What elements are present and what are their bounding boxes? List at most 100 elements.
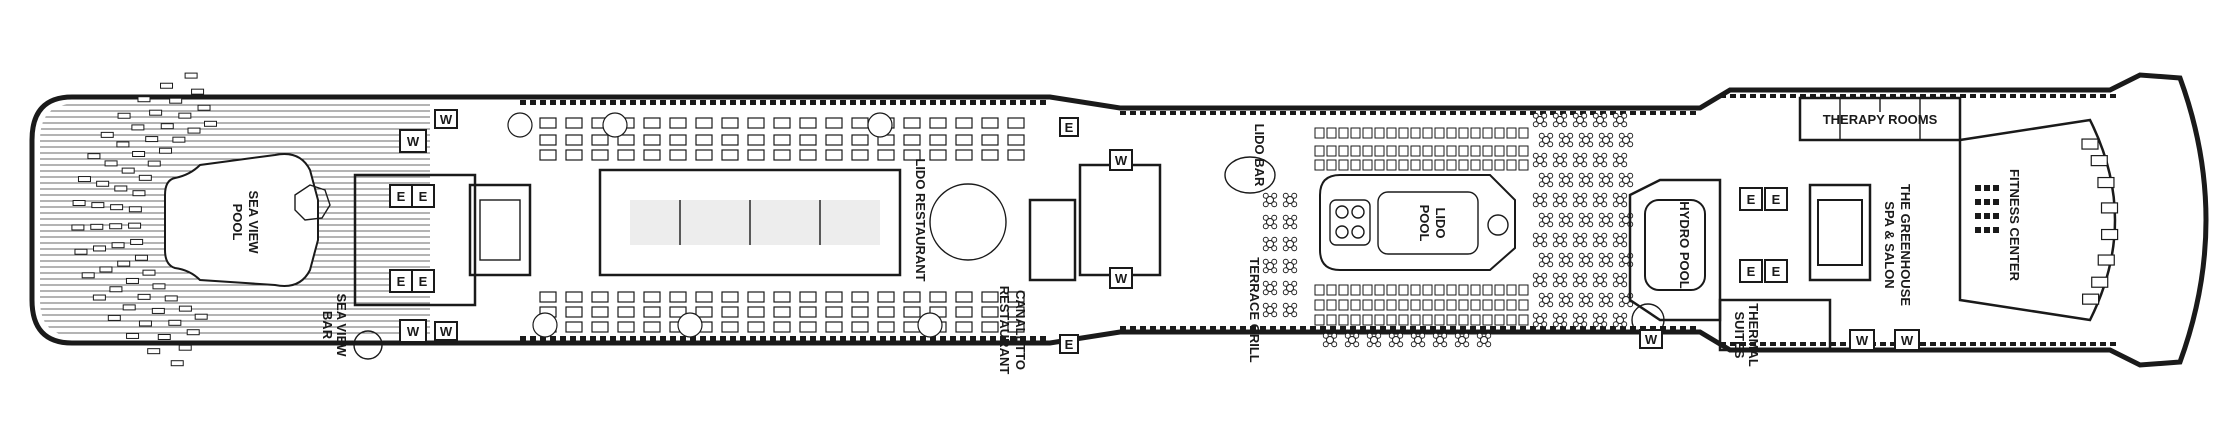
round-table	[677, 312, 703, 338]
cafe-chair	[1581, 152, 1588, 159]
cafe-chair	[1282, 201, 1289, 208]
cafe-chair	[1612, 201, 1619, 208]
cafe-chair	[1419, 332, 1426, 339]
cafe-chair	[1388, 332, 1395, 339]
sun-lounger	[149, 109, 163, 116]
pool-chair	[1482, 145, 1493, 157]
sun-lounger	[178, 344, 192, 351]
cafe-chair	[1558, 292, 1565, 299]
cafe-chair	[1592, 152, 1599, 159]
weight-station	[1984, 213, 1990, 219]
cafe-chair	[1366, 341, 1373, 348]
pool-chair	[1494, 159, 1505, 171]
cafe-table	[1582, 176, 1590, 184]
sun-lounger	[114, 185, 128, 192]
cafe-chair	[1271, 214, 1278, 221]
pool-chair	[1422, 284, 1433, 296]
window-strip-bottom-mid	[1120, 326, 1700, 330]
weight-station	[1975, 185, 1981, 191]
spa-elevator-4	[1764, 259, 1788, 283]
cafe-chair	[1627, 132, 1634, 139]
cafe-chair	[1561, 241, 1568, 248]
cafe-chair	[1538, 261, 1545, 268]
dining-table	[643, 134, 661, 146]
cafe-chair	[1612, 121, 1619, 128]
cafe-chair	[1463, 332, 1470, 339]
cafe-chair	[1291, 245, 1298, 252]
svg-text:SEA VIEW: SEA VIEW	[334, 293, 349, 357]
sun-lounger	[77, 176, 91, 183]
cafe-chair	[1282, 289, 1289, 296]
cafe-chair	[1567, 292, 1574, 299]
cafe-chair	[1572, 321, 1579, 328]
pool-chair	[1470, 284, 1481, 296]
cafe-table	[1542, 256, 1550, 264]
dining-table	[851, 291, 869, 303]
lido-flower-tables	[1262, 112, 1634, 348]
cafe-chair	[1578, 301, 1585, 308]
sun-lounger	[187, 127, 201, 134]
cafe-chair	[1592, 272, 1599, 279]
therapy-rooms-label: THERAPY ROOMS	[1823, 112, 1938, 127]
weight-station	[1993, 185, 1999, 191]
dining-table	[721, 117, 739, 129]
cafe-chair	[1587, 132, 1594, 139]
dining-table	[773, 321, 791, 333]
dining-table	[877, 291, 895, 303]
spa-elevator-1	[1739, 187, 1763, 211]
cafe-chair	[1558, 132, 1565, 139]
pool-chair	[1506, 145, 1517, 157]
svg-text:HYDRO POOL: HYDRO POOL	[1677, 201, 1692, 288]
sun-lounger	[126, 332, 140, 339]
cafe-chair	[1621, 161, 1628, 168]
cafe-table	[1556, 156, 1564, 164]
round-table	[867, 112, 893, 138]
cafe-chair	[1621, 192, 1628, 199]
dining-table	[669, 306, 687, 318]
cafe-chair	[1572, 272, 1579, 279]
cafe-chair	[1572, 121, 1579, 128]
pool-chair	[1494, 284, 1505, 296]
sun-lounger	[178, 305, 192, 312]
sun-lounger	[110, 204, 124, 211]
cafe-chair	[1262, 289, 1269, 296]
mid-elevator-2	[1059, 334, 1079, 354]
sun-lounger	[100, 131, 114, 138]
cafe-chair	[1271, 236, 1278, 243]
dining-table	[721, 134, 739, 146]
pool-chair	[1350, 284, 1361, 296]
pool-chair	[1458, 284, 1469, 296]
aft-elevator-2	[411, 184, 435, 208]
cafe-chair	[1353, 332, 1360, 339]
dining-table	[721, 306, 739, 318]
weight-station	[1975, 213, 1981, 219]
pool-chair	[1506, 284, 1517, 296]
canaletto-restaurant-label: CANALETTO RESTAURANT	[997, 286, 1028, 375]
greenhouse-spa-label: THE GREENHOUSE SPA & SALON	[1882, 184, 1913, 306]
cafe-table	[1582, 296, 1590, 304]
hydro-pool-label: HYDRO POOL	[1677, 201, 1692, 288]
cafe-chair	[1627, 301, 1634, 308]
sea-view-pool-label: SEA VIEW POOL	[230, 190, 261, 254]
dining-table	[929, 291, 947, 303]
aft-elevator-mark-4: E	[419, 274, 428, 289]
dining-table	[565, 149, 583, 161]
dining-table	[591, 134, 609, 146]
cafe-chair	[1592, 192, 1599, 199]
cafe-chair	[1627, 181, 1634, 188]
pool-chair	[1422, 159, 1433, 171]
cafe-chair	[1587, 212, 1594, 219]
pool-chair	[1470, 159, 1481, 171]
cafe-chair	[1271, 289, 1278, 296]
cafe-chair	[1572, 241, 1579, 248]
cafe-chair	[1612, 232, 1619, 239]
cafe-chair	[1552, 201, 1559, 208]
canaletto-block	[1028, 198, 1077, 282]
cafe-chair	[1572, 161, 1579, 168]
cafe-chair	[1388, 341, 1395, 348]
pool-chair	[1350, 127, 1361, 139]
sun-lounger	[111, 242, 125, 249]
cafe-chair	[1558, 181, 1565, 188]
dining-table	[565, 134, 583, 146]
cafe-table	[1436, 336, 1444, 344]
